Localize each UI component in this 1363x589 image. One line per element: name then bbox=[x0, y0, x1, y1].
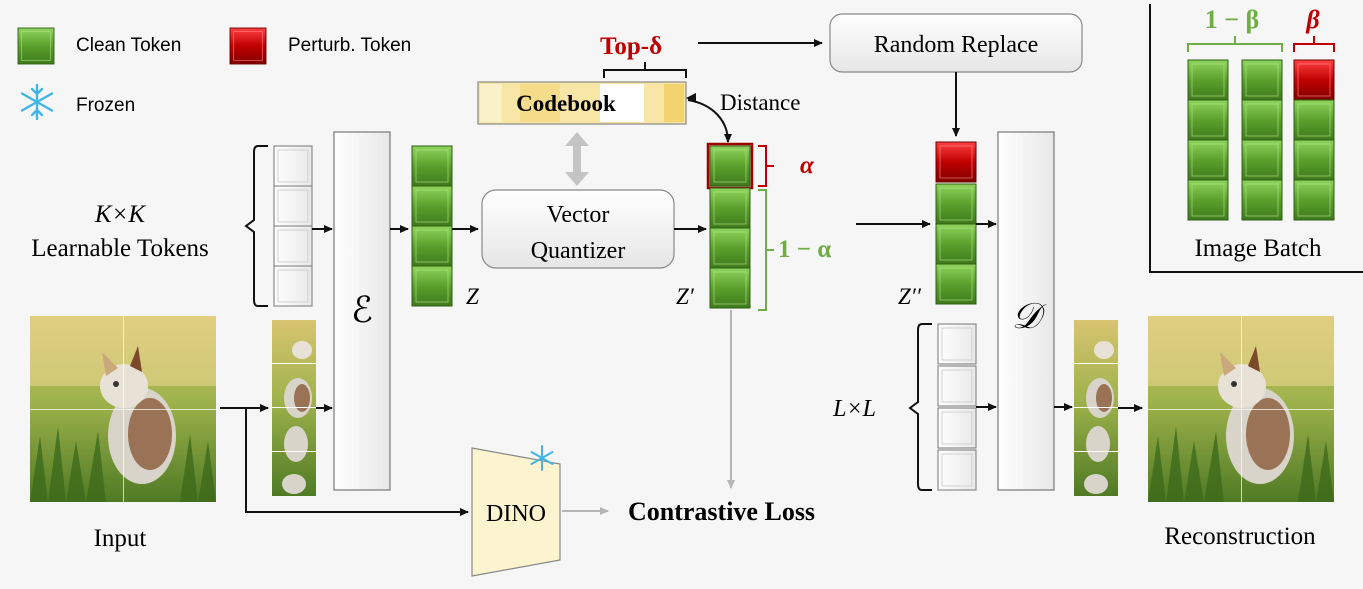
z-token-column bbox=[411, 145, 453, 307]
contrastive-loss-label: Contrastive Loss bbox=[628, 497, 815, 526]
encoder-label: ℰ bbox=[351, 290, 373, 330]
dino-block bbox=[471, 447, 561, 577]
legend: Clean Token Perturb. Token Frozen bbox=[17, 27, 411, 121]
input-label: Input bbox=[94, 525, 147, 552]
dino-label: DINO bbox=[486, 501, 546, 527]
random-replace-label: Random Replace bbox=[874, 32, 1039, 58]
codebook-box: Codebook bbox=[477, 81, 687, 125]
z-label: Z bbox=[466, 284, 479, 309]
dino-frozen-icon bbox=[530, 445, 554, 471]
top-delta-bracket bbox=[603, 69, 687, 78]
decoder-block bbox=[997, 131, 1055, 491]
legend-clean-label: Clean Token bbox=[76, 35, 181, 56]
one-minus-alpha-label: 1 − α bbox=[778, 236, 831, 263]
input-image bbox=[30, 316, 216, 502]
one-minus-beta-bracket bbox=[1187, 36, 1283, 52]
reconstruction-image bbox=[1148, 316, 1334, 502]
alpha-label: α bbox=[800, 152, 815, 179]
legend-frozen-label: Frozen bbox=[76, 95, 135, 116]
batch-column-2 bbox=[1241, 59, 1283, 221]
beta-label: β bbox=[1305, 5, 1320, 34]
distance-label: Distance bbox=[720, 90, 800, 115]
lxl-brace bbox=[908, 323, 932, 491]
alpha-bracket bbox=[758, 145, 774, 187]
kxk-label: K×K bbox=[94, 201, 147, 228]
one-minus-alpha-bracket bbox=[758, 189, 774, 311]
z-double-prime-token-column bbox=[935, 141, 977, 305]
encoder-block bbox=[333, 131, 391, 491]
decoder-query-column bbox=[937, 323, 977, 491]
vq-label-line1: Vector bbox=[547, 202, 610, 228]
codebook-label: Codebook bbox=[516, 91, 616, 116]
arrow-input-to-dino bbox=[245, 408, 469, 516]
batch-column-1 bbox=[1187, 59, 1229, 221]
z-prime-token-column bbox=[706, 142, 754, 309]
learnable-token-column bbox=[273, 145, 313, 307]
reconstruction-label: Reconstruction bbox=[1164, 523, 1316, 550]
clean-token-swatch bbox=[17, 27, 55, 65]
image-batch-caption: Image Batch bbox=[1194, 235, 1322, 262]
input-patch-strip bbox=[272, 320, 316, 496]
image-batch-panel: 1 − β β Image Batch bbox=[1149, 4, 1363, 273]
beta-bracket bbox=[1293, 36, 1335, 52]
legend-perturb-label: Perturb. Token bbox=[288, 35, 411, 56]
one-minus-beta-label: 1 − β bbox=[1205, 5, 1260, 34]
snowflake-icon bbox=[20, 83, 54, 121]
perturb-token-swatch bbox=[229, 27, 267, 65]
codebook-vq-link bbox=[565, 132, 589, 186]
z-double-prime-label: Z′′ bbox=[898, 284, 922, 309]
output-patch-strip bbox=[1074, 320, 1118, 496]
z-prime-label: Z′ bbox=[676, 284, 695, 309]
learnable-brace bbox=[244, 145, 268, 307]
lxl-label: L×L bbox=[832, 396, 876, 422]
top-delta-label: Top-δ bbox=[600, 33, 662, 60]
vq-label-line2: Quantizer bbox=[531, 238, 626, 264]
batch-column-3 bbox=[1293, 59, 1335, 221]
learnable-tokens-label: Learnable Tokens bbox=[31, 235, 209, 262]
